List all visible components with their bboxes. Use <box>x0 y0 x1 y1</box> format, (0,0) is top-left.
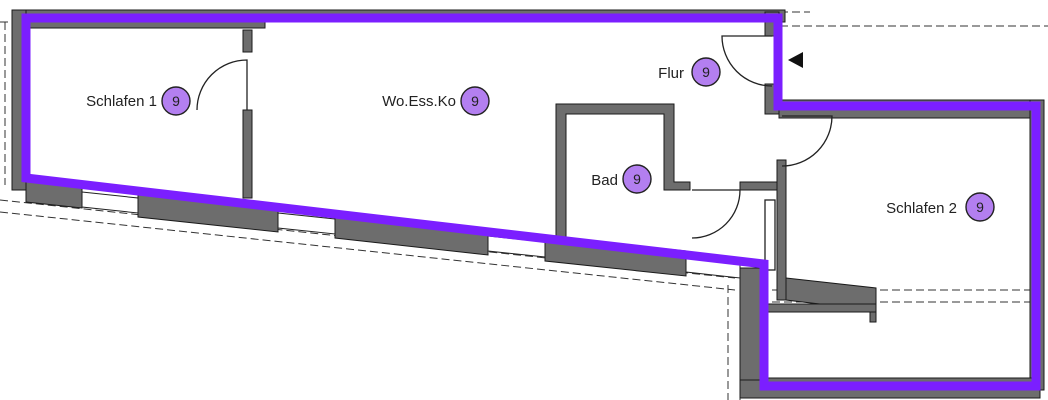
room-label: Schlafen 1 <box>86 93 157 110</box>
room-badge <box>691 57 721 87</box>
room-wo-ess-ko: Wo.Ess.Ko 9 <box>382 86 490 116</box>
door-flur-entrance <box>721 35 773 87</box>
doors <box>196 35 833 271</box>
room-label: Flur <box>658 65 684 82</box>
entrance-arrow-icon <box>788 52 803 68</box>
room-label: Schlafen 2 <box>886 200 957 217</box>
room-badge <box>622 164 652 194</box>
room-schlafen-1: Schlafen 1 9 <box>86 86 191 116</box>
room-label: Wo.Ess.Ko <box>382 93 456 110</box>
apartment-boundary <box>21 13 1041 391</box>
room-badge-number: 9 <box>172 93 180 109</box>
room-badge-number: 9 <box>471 93 479 109</box>
room-badge <box>161 86 191 116</box>
door-schlafen-2 <box>781 115 833 167</box>
room-badge-number: 9 <box>976 199 984 215</box>
room-schlafen-2: Schlafen 2 9 <box>886 192 995 222</box>
room-bad: Bad 9 <box>591 164 652 194</box>
room-label: Bad <box>591 172 618 189</box>
room-badge-number: 9 <box>702 64 710 80</box>
room-badge <box>965 192 995 222</box>
door-bad <box>691 189 741 239</box>
room-badge <box>460 86 490 116</box>
room-flur: Flur 9 <box>658 57 721 87</box>
room-badge-number: 9 <box>633 171 641 187</box>
door-schlafen-1 <box>196 59 248 111</box>
